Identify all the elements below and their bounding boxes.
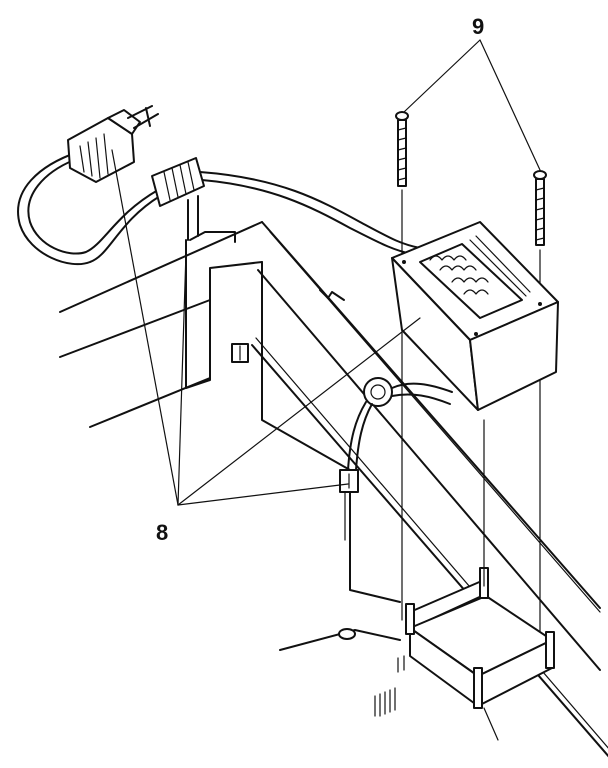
hatch-marks bbox=[374, 655, 405, 717]
inline-connector bbox=[339, 469, 359, 541]
mounting-screw-right bbox=[533, 170, 547, 651]
mounting-screw-left bbox=[395, 111, 409, 621]
chassis-base bbox=[59, 221, 608, 758]
plug bbox=[67, 105, 159, 183]
power-cord bbox=[17, 151, 421, 266]
leader-lines bbox=[111, 39, 541, 506]
callout-9: 9 bbox=[472, 14, 484, 39]
transformer-mounting-bracket bbox=[405, 419, 555, 741]
callout-8: 8 bbox=[156, 520, 168, 545]
wire-clamp bbox=[347, 377, 453, 471]
power-transformer bbox=[391, 221, 559, 411]
strain-relief-bushing bbox=[151, 157, 205, 241]
